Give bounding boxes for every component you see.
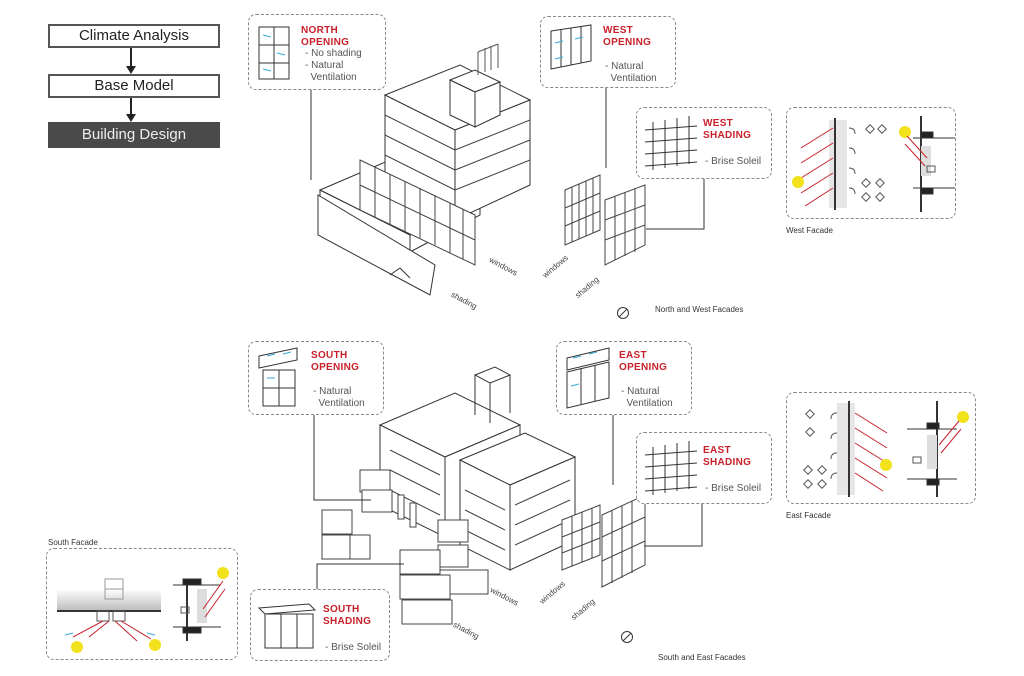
north-opening-icon [258,26,290,80]
card-south-opening: SOUTH OPENING - Natural Ventilation [248,341,384,415]
south-opening-icon [258,347,298,407]
south-arrow-icon [621,631,633,643]
east-facade-section-drawing [803,401,969,497]
card-west-shading: WEST SHADING - Brise Soleil [636,107,772,179]
caption-north-west-facades: North and West Facades [655,305,744,314]
north-arrow-icon [617,307,629,319]
west-facade-section-drawing [792,116,955,212]
card-west-shading-title-2: SHADING [703,130,752,141]
card-east-opening-line-1: - Natural [621,386,660,397]
card-south-shading: SOUTH SHADING - Brise Soleil [250,589,390,661]
south-facade-section-drawing [57,567,229,653]
caption-south-east-facades: South and East Facades [658,653,746,662]
card-east-opening: EAST OPENING - Natural Ventilation [556,341,692,415]
leader-east-opening [612,415,614,485]
card-north-opening: NORTH OPENING - No shading - Natural Ven… [248,14,386,90]
flow-step-building-design: Building Design [48,122,220,148]
leader-south-shading [316,563,404,589]
north-west-building-drawing [317,43,646,296]
flow-arrow-2 [126,98,136,122]
card-south-opening-line-1: - Natural [313,386,352,397]
flow-step-base-model: Base Model [48,74,220,98]
south-east-building-drawing [321,366,646,625]
caption-west-facade: West Facade [786,226,833,235]
card-south-opening-title-1: SOUTH [311,350,348,361]
card-north-opening-title: NORTH OPENING [301,25,350,48]
caption-south-facade: South Facade [48,538,98,547]
flow-step-climate-analysis: Climate Analysis [48,24,220,48]
card-south-shading-title-2: SHADING [323,616,372,627]
south-facade-detail [46,548,238,660]
card-east-shading-title-2: SHADING [703,457,752,468]
card-west-opening: WEST OPENING - Natural Ventilation [540,16,676,88]
flow-arrow-1 [126,48,136,74]
card-north-opening-line-2: - Natural [305,60,344,71]
card-south-shading-title-1: SOUTH [323,604,360,615]
card-north-opening-line-3: Ventilation [305,72,357,83]
card-south-opening-title-2: OPENING [311,362,360,373]
leader-south-opening [313,415,371,501]
leader-west-opening [605,88,607,168]
card-west-shading-title-1: WEST [703,118,734,129]
leader-east-shading [644,504,703,547]
west-opening-icon [550,24,592,70]
card-north-opening-line-1: - No shading [305,48,362,59]
card-south-opening-line-2: Ventilation [313,398,365,409]
leader-west-shading [646,179,705,230]
leader-north-opening [310,90,312,180]
card-east-opening-title-2: OPENING [619,362,668,373]
south-shading-icon [257,603,317,649]
east-facade-detail [786,392,976,504]
west-facade-detail [786,107,956,219]
east-opening-icon [566,347,610,409]
west-shading-icon [644,116,698,170]
card-west-opening-line-2: Ventilation [605,73,657,84]
card-east-shading-title-1: EAST [703,445,731,456]
east-shading-icon [644,441,698,495]
card-east-shading: EAST SHADING - Brise Soleil [636,432,772,504]
card-south-shading-line-1: - Brise Soleil [325,642,382,653]
card-west-shading-line-1: - Brise Soleil [705,156,762,167]
card-west-opening-title-1: WEST [603,25,634,36]
card-east-opening-title-1: EAST [619,350,647,361]
caption-east-facade: East Facade [786,511,831,520]
card-east-shading-line-1: - Brise Soleil [705,483,762,494]
card-east-opening-line-2: Ventilation [621,398,673,409]
card-west-opening-title-2: OPENING [603,37,652,48]
card-west-opening-line-1: - Natural [605,61,644,72]
